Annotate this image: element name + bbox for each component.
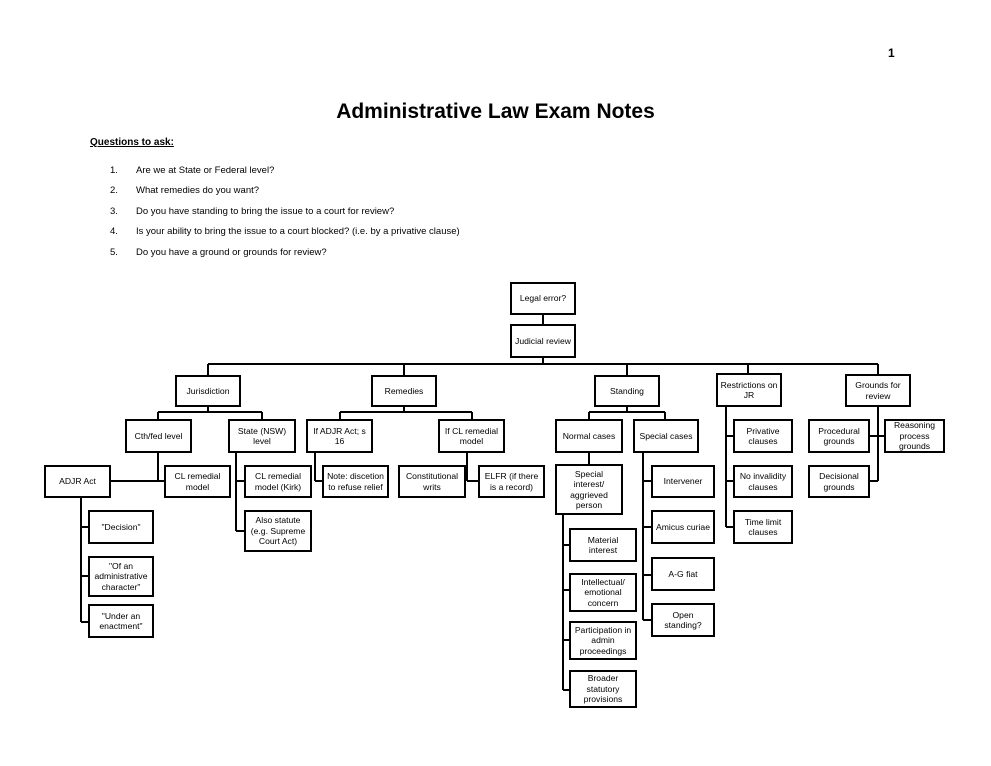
question-number: 3.: [110, 205, 118, 217]
node-amicus-curiae: Amicus curiae: [651, 510, 715, 544]
question-item: 1. Are we at State or Federal level?: [110, 164, 460, 184]
questions-list: 1. Are we at State or Federal level? 2. Wh…: [110, 164, 460, 266]
node-procedural-grounds: Procedural grounds: [808, 419, 870, 453]
question-item: 5. Do you have a ground or grounds for re…: [110, 246, 460, 266]
node-reasoning-process-grounds: Reasoning process grounds: [884, 419, 945, 453]
node-legal-error: Legal error?: [510, 282, 576, 315]
node-grounds-for-review: Grounds for review: [845, 374, 911, 407]
question-text: Do you have a ground or grounds for revi…: [136, 246, 327, 258]
node-if-adjr-act: If ADJR Act; s 16: [306, 419, 373, 453]
node-remedies: Remedies: [371, 375, 437, 407]
node-open-standing: Open standing?: [651, 603, 715, 637]
node-also-statute: Also statute (e.g. Supreme Court Act): [244, 510, 312, 552]
node-no-invalidity-clauses: No invalidity clauses: [733, 465, 793, 498]
node-intellectual-concern: Intellectual/ emotional concern: [569, 573, 637, 612]
node-restrictions-on-jr: Restrictions on JR: [716, 373, 782, 407]
question-number: 1.: [110, 165, 118, 176]
node-adjr-act: ADJR Act: [44, 465, 111, 498]
node-administrative-character: "Of an administrative character": [88, 556, 154, 597]
node-decisional-grounds: Decisional grounds: [808, 465, 870, 498]
node-constitutional-writs: Constitutional writs: [398, 465, 466, 498]
question-number: 2.: [110, 185, 118, 197]
node-participation: Participation in admin proceedings: [569, 621, 637, 660]
node-under-enactment: "Under an enactment": [88, 604, 154, 638]
node-cth-fed-level: Cth/fed level: [125, 419, 192, 453]
question-text: Do you have standing to bring the issue …: [136, 205, 395, 217]
node-judicial-review: Judicial review: [510, 324, 576, 358]
node-note-discretion: Note: discetion to refuse relief: [322, 465, 389, 498]
node-jurisdiction: Jurisdiction: [175, 375, 241, 407]
question-text: Is your ability to bring the issue to a …: [136, 226, 460, 238]
node-cl-remedial-model: CL remedial model: [164, 465, 231, 498]
node-special-cases: Special cases: [633, 419, 699, 453]
node-time-limit-clauses: Time limit clauses: [733, 510, 793, 544]
question-number: 5.: [110, 246, 118, 258]
node-state-nsw-level: State (NSW) level: [228, 419, 296, 453]
question-number: 4.: [110, 226, 118, 238]
node-privative-clauses: Privative clauses: [733, 419, 793, 453]
question-text: Are we at State or Federal level?: [136, 165, 275, 176]
node-normal-cases: Normal cases: [555, 419, 623, 453]
page-number: 1: [888, 46, 895, 60]
document-title: Administrative Law Exam Notes: [336, 100, 655, 123]
question-item: 3. Do you have standing to bring the issu…: [110, 205, 460, 225]
node-cl-remedial-model-kirk: CL remedial model (Kirk): [244, 465, 312, 498]
question-item: 2. What remedies do you want?: [110, 184, 460, 204]
node-material-interest: Material interest: [569, 528, 637, 562]
questions-heading: Questions to ask:: [90, 137, 174, 148]
node-decision: "Decision": [88, 510, 154, 544]
question-item: 4. Is your ability to bring the issue to …: [110, 225, 460, 245]
node-broader-statutory: Broader statutory provisions: [569, 670, 637, 708]
node-intervener: Intervener: [651, 465, 715, 498]
node-ag-fiat: A-G fiat: [651, 557, 715, 591]
question-text: What remedies do you want?: [136, 185, 260, 197]
node-standing: Standing: [594, 375, 660, 407]
node-elfr: ELFR (if there is a record): [478, 465, 545, 498]
node-if-cl-remedial-model: If CL remedial model: [438, 419, 505, 453]
node-special-interest: Special interest/ aggrieved person: [555, 464, 623, 515]
